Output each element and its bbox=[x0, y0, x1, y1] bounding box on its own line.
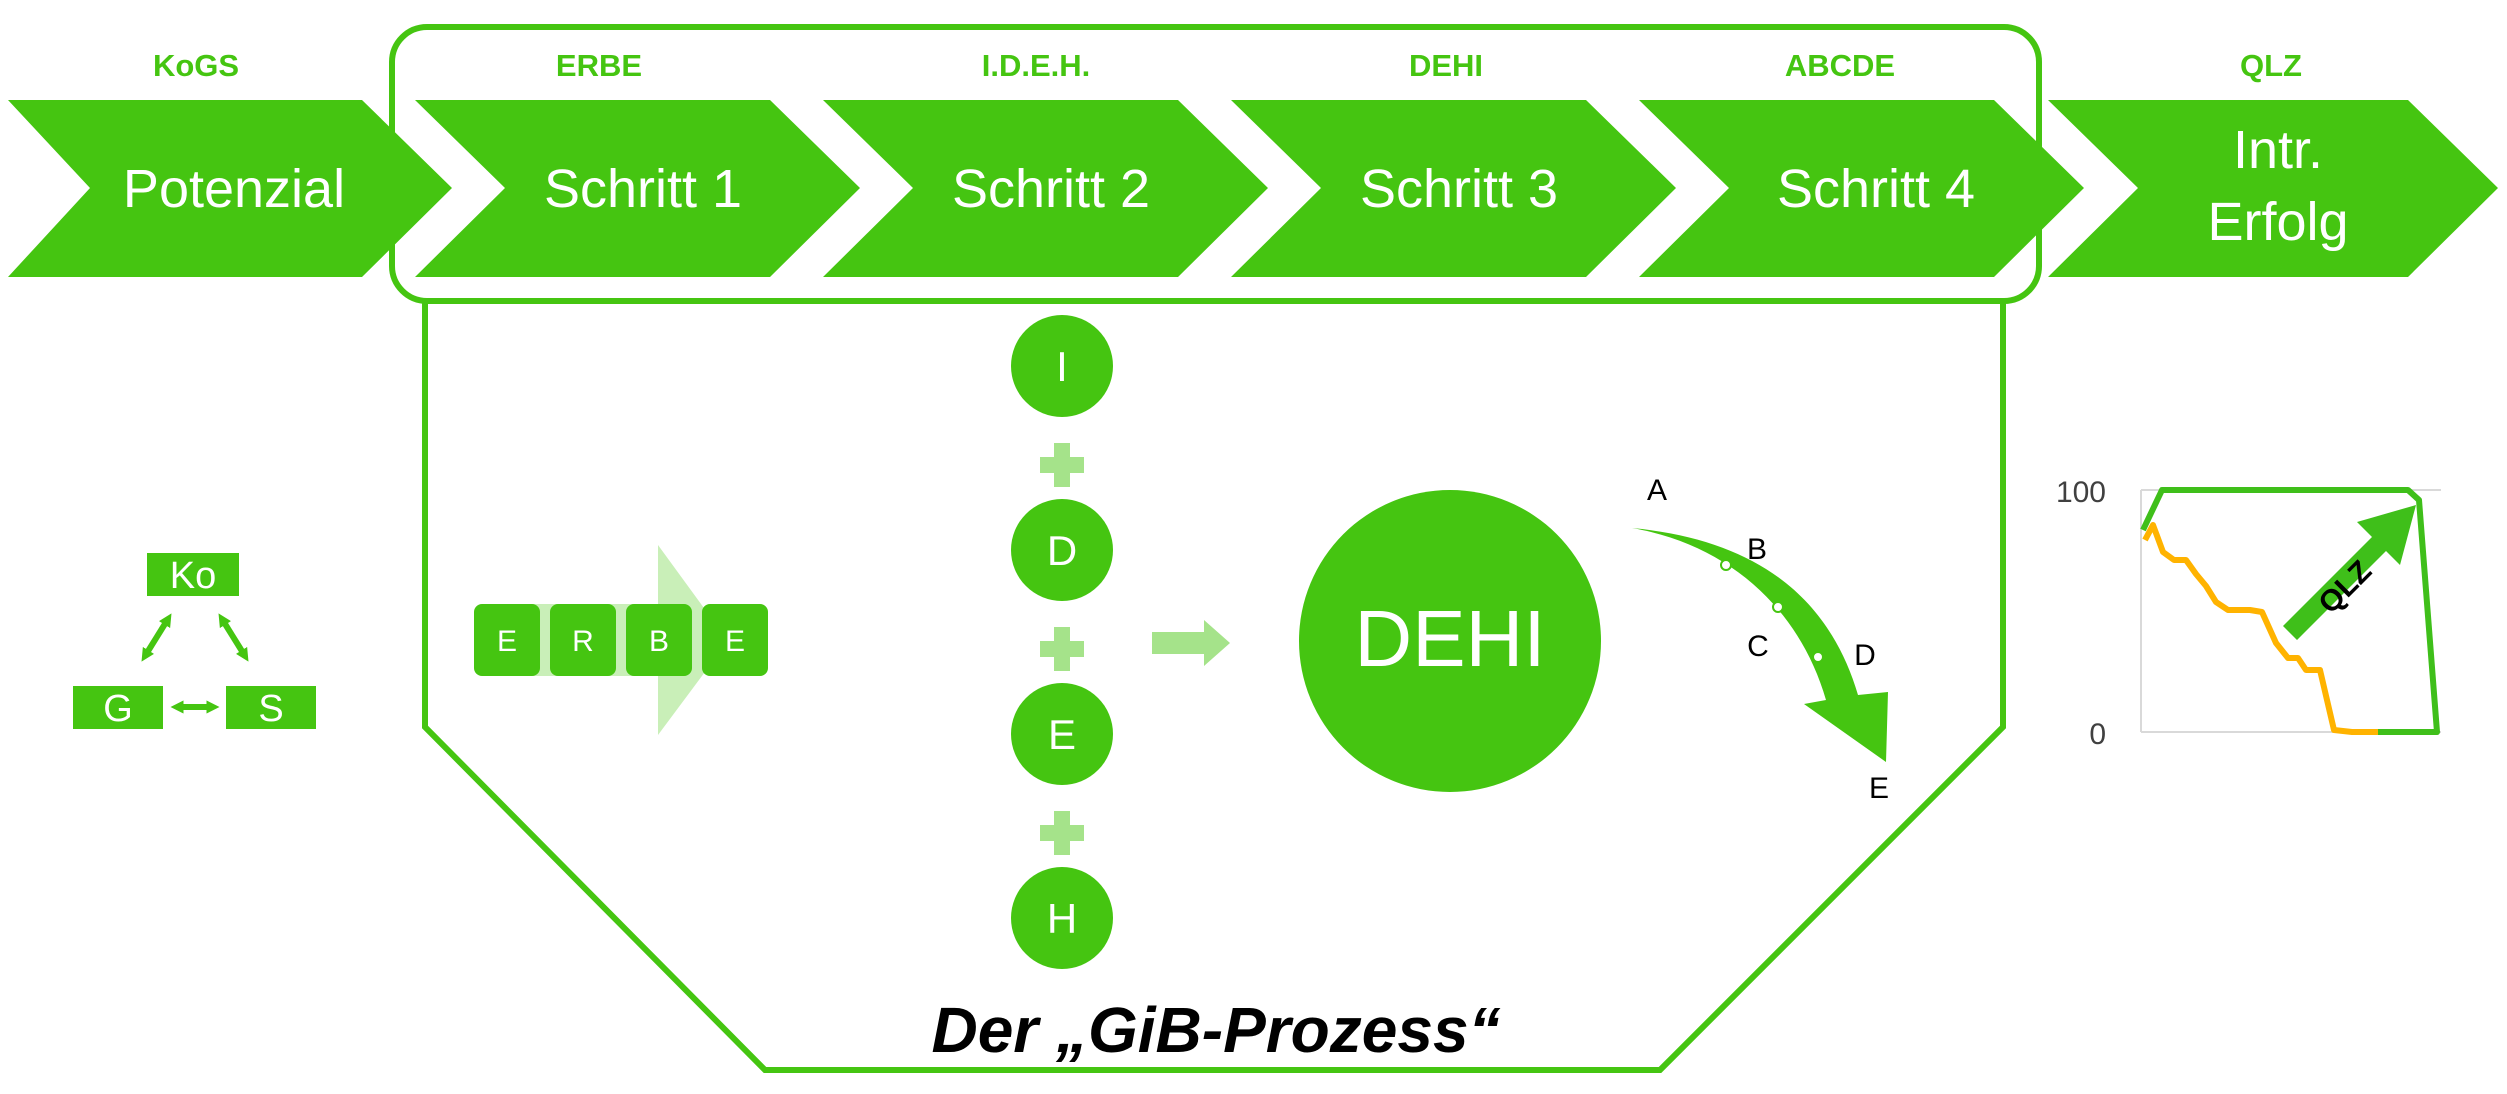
dehi-label: DEHI bbox=[1354, 594, 1545, 683]
abcde-label-b: B bbox=[1747, 533, 1767, 566]
qlz-chart: 100 0 QLZ bbox=[2056, 476, 2441, 751]
erbe-box-4 bbox=[702, 604, 768, 676]
ideh-circle-h bbox=[1011, 867, 1113, 969]
chevron-schritt-1 bbox=[415, 100, 860, 277]
plus-icon bbox=[1040, 811, 1084, 855]
abcde-label-e: E bbox=[1869, 772, 1889, 805]
kogs-box-s bbox=[226, 686, 316, 729]
erbe-letter-4: E bbox=[725, 625, 745, 658]
step-abbr-1: ERBE bbox=[556, 48, 642, 83]
step-abbr-erfolg: QLZ bbox=[2240, 48, 2302, 83]
abcde-label-a: A bbox=[1647, 474, 1667, 507]
abcde-point-b bbox=[1720, 559, 1732, 571]
abcde-label-c: C bbox=[1747, 630, 1769, 663]
process-outline bbox=[422, 301, 2006, 1073]
step-abbr-4: ABCDE bbox=[1785, 48, 1895, 83]
chevron-label-schritt-3: Schritt 3 bbox=[1360, 159, 1558, 219]
arrow-right-icon bbox=[1152, 620, 1230, 666]
kogs-box-g bbox=[73, 686, 163, 729]
chevron-label-schritt-1: Schritt 1 bbox=[544, 159, 742, 219]
qlz-green-line bbox=[2140, 487, 2440, 735]
kogs-arrow-ko-g bbox=[141, 613, 172, 662]
abcde-point-c bbox=[1772, 601, 1784, 613]
chevron-schritt-3 bbox=[1231, 100, 1676, 277]
dehi-circle bbox=[1299, 490, 1601, 792]
chevron-label-erfolg: Erfolg bbox=[2207, 192, 2348, 252]
kogs-box-ko bbox=[147, 553, 239, 596]
abcde-label-d: D bbox=[1854, 639, 1876, 672]
chevron-label-potenzial: Potenzial bbox=[123, 159, 345, 219]
step-abbr-2: I.D.E.H. bbox=[982, 48, 1091, 83]
chevron-intr-erfolg bbox=[2048, 100, 2498, 277]
ideh-letter-h: H bbox=[1047, 895, 1077, 942]
chevron-label-intr: Intr. bbox=[2233, 120, 2323, 180]
ideh-circle-d bbox=[1011, 499, 1113, 601]
erbe-letter-2: R bbox=[572, 625, 594, 658]
erbe-box-2 bbox=[550, 604, 616, 676]
kogs-label-g: G bbox=[103, 688, 133, 730]
chevron-label-schritt-4: Schritt 4 bbox=[1777, 159, 1975, 219]
kogs-label-s: S bbox=[258, 688, 283, 730]
chevron-schritt-4 bbox=[1639, 100, 2084, 277]
kogs-arrow-ko-s bbox=[218, 613, 249, 662]
erbe-letter-1: E bbox=[497, 625, 517, 658]
erbe-box-3 bbox=[626, 604, 692, 676]
ideh-circle-e bbox=[1011, 683, 1113, 785]
erbe-diagram: E R B E bbox=[474, 545, 768, 735]
erbe-box-1 bbox=[474, 604, 540, 676]
qlz-tick-0: 0 bbox=[2089, 718, 2106, 751]
kogs-label-ko: Ko bbox=[170, 555, 216, 597]
ideh-circle-i bbox=[1011, 315, 1113, 417]
kogs-diagram: Ko G S bbox=[73, 553, 316, 730]
chevron-label-schritt-2: Schritt 2 bbox=[952, 159, 1150, 219]
abcde-point-d bbox=[1812, 651, 1824, 663]
qlz-arrow bbox=[2283, 505, 2416, 640]
process-title: Der „GiB-Prozess“ bbox=[931, 994, 1500, 1066]
step-abbr-potenzial: KoGS bbox=[153, 48, 239, 83]
erbe-letter-3: B bbox=[649, 625, 669, 658]
ideh-letter-i: I bbox=[1056, 343, 1068, 390]
ideh-letter-e: E bbox=[1048, 711, 1076, 758]
abcde-curve-arrow bbox=[1632, 528, 1888, 762]
ideh-letter-d: D bbox=[1047, 527, 1077, 574]
plus-icon bbox=[1040, 627, 1084, 671]
chevron-potenzial bbox=[8, 100, 452, 277]
qlz-orange-line bbox=[2142, 522, 2437, 735]
ideh-diagram: I D E H bbox=[1011, 315, 1113, 969]
plus-icon bbox=[1040, 443, 1084, 487]
qlz-tick-100: 100 bbox=[2056, 476, 2106, 509]
step-abbr-3: DEHI bbox=[1409, 48, 1483, 83]
chevron-schritt-2 bbox=[823, 100, 1268, 277]
abcde-diagram: A B C D E bbox=[1632, 474, 1889, 805]
